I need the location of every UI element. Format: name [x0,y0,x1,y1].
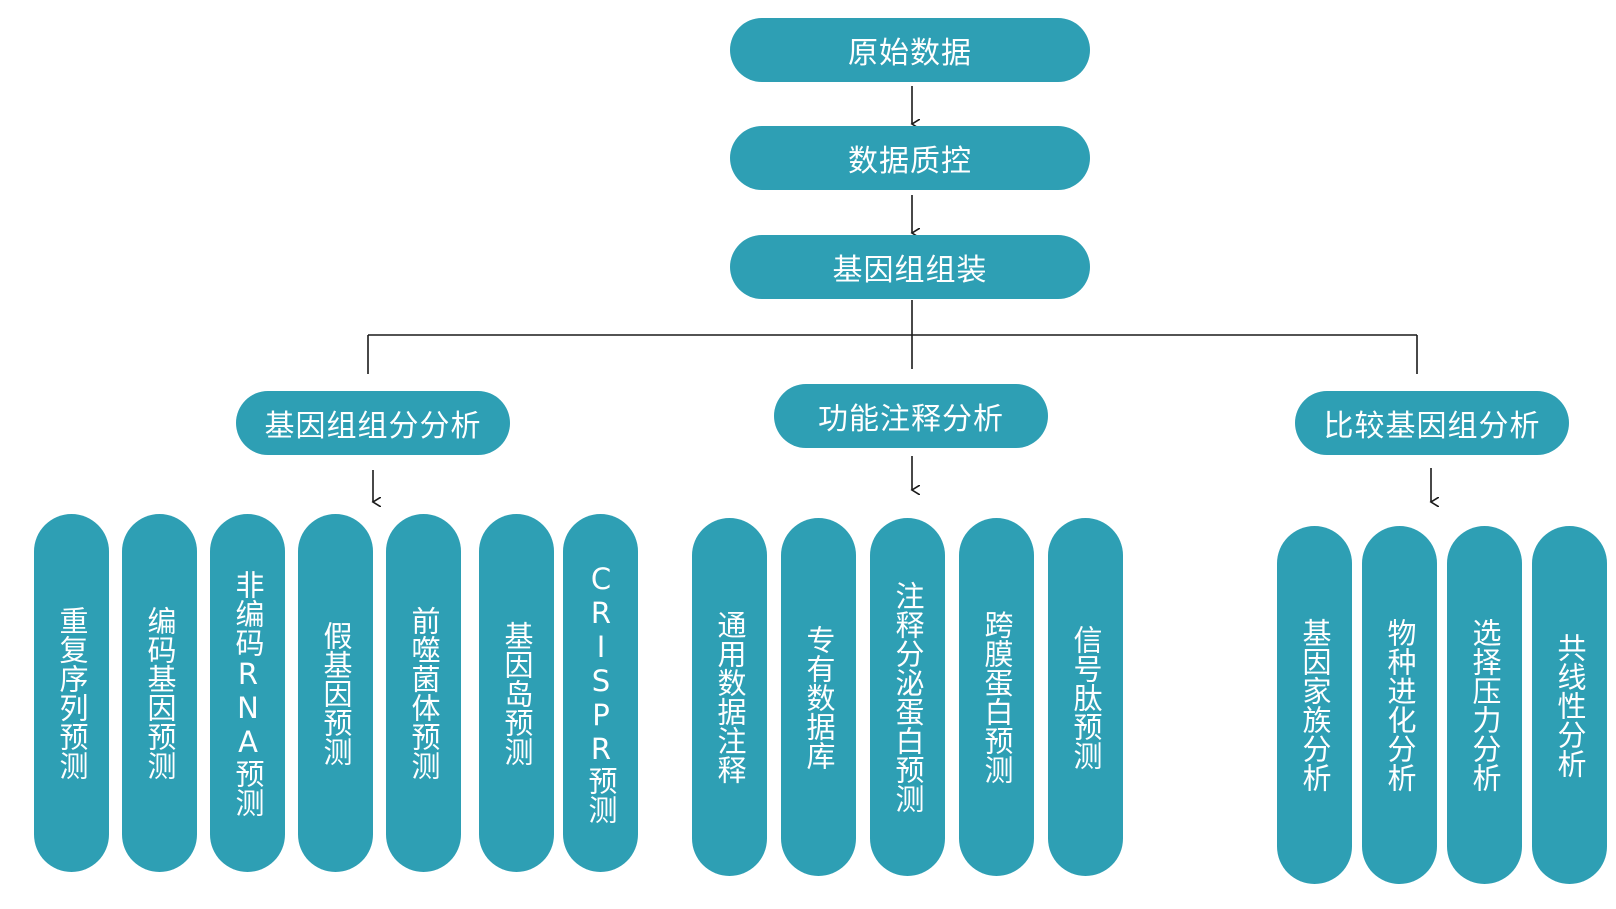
signal-peptide-prediction-node: 信号肽预测 [1048,518,1123,876]
quality-control-node: 数据质控 [730,126,1090,190]
crispr-prediction-node: CRISPR预测 [563,514,638,872]
pseudogene-prediction-node: 假基因预测 [298,514,373,872]
genomic-island-prediction-node: 基因岛预测 [479,514,554,872]
prophage-prediction-node: 前噬菌体预测 [386,514,461,872]
specialized-database-node: 专有数据库 [781,518,856,876]
selection-pressure-analysis-node: 选择压力分析 [1447,526,1522,884]
noncoding-rna-prediction-node: 非编码RNA预测 [210,514,285,872]
functional-annotation-node: 功能注释分析 [774,384,1048,448]
genome-components-node: 基因组组分分析 [236,391,510,455]
general-database-annotation-node: 通用数据注释 [692,518,767,876]
comparative-genomics-node: 比较基因组分析 [1295,391,1569,455]
repeat-sequence-prediction-node: 重复序列预测 [34,514,109,872]
genome-assembly-node: 基因组组装 [730,235,1090,299]
secreted-protein-prediction-node: 注释分泌蛋白预测 [870,518,945,876]
transmembrane-protein-prediction-node: 跨膜蛋白预测 [959,518,1034,876]
coding-gene-prediction-node: 编码基因预测 [122,514,197,872]
gene-family-analysis-node: 基因家族分析 [1277,526,1352,884]
raw-data-node: 原始数据 [730,18,1090,82]
collinearity-analysis-node: 共线性分析 [1532,526,1607,884]
species-evolution-analysis-node: 物种进化分析 [1362,526,1437,884]
